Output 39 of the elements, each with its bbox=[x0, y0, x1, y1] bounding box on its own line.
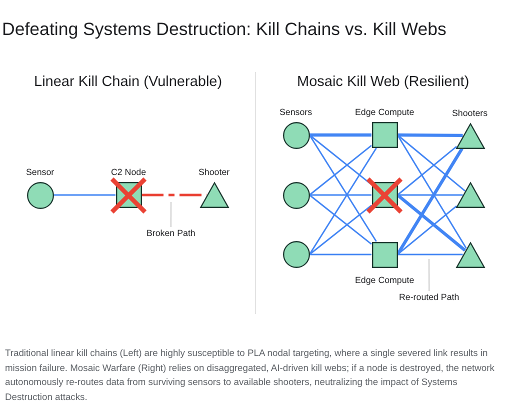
link-line bbox=[310, 254, 372, 256]
link-line bbox=[397, 146, 458, 196]
node-label: C2 Node bbox=[111, 167, 146, 177]
node-label: Edge Compute bbox=[355, 274, 414, 284]
link-line bbox=[308, 134, 377, 242]
annotation-label: Broken Path bbox=[146, 228, 196, 238]
link-line bbox=[309, 144, 372, 196]
node-label: Sensors bbox=[280, 106, 312, 116]
link-line bbox=[308, 148, 377, 255]
thick-link-line bbox=[396, 148, 464, 256]
shooter-triangle bbox=[456, 242, 484, 268]
diagram-title: Defeating Systems Destruction: Kill Chains vs. Kill Webs bbox=[2, 19, 446, 40]
node-label: Shooter bbox=[198, 167, 230, 177]
node-label: Edge Compute bbox=[355, 107, 414, 117]
caption-text: Traditional linear kill chains (Left) are highly susceptible to PLA nodal targeting, where a single severed link results in mission failure. Mosaic Warfare (Right) relies on disaggregated, AI-driven kill webs; if a node is destroyed, the network autonomously re-routes data from surviving sensors to available shooters, neutralizing the impact of Systems Destruction attacks. bbox=[5, 346, 496, 404]
link-line bbox=[397, 134, 466, 192]
thick-link-line bbox=[310, 133, 372, 137]
node-label: Sensor bbox=[26, 166, 54, 176]
link-line bbox=[309, 204, 372, 256]
link-line bbox=[396, 134, 467, 249]
link-line bbox=[397, 205, 458, 256]
leader-line bbox=[170, 202, 172, 228]
link-line bbox=[309, 134, 372, 186]
sensor-circle bbox=[282, 241, 310, 268]
link-line bbox=[309, 194, 372, 245]
thick-link-line bbox=[397, 133, 463, 138]
link-line bbox=[54, 194, 116, 196]
panel-title: Mosaic Kill Web (Resilient) bbox=[297, 74, 470, 90]
link-line bbox=[398, 254, 463, 256]
annotation-label: Re-routed Path bbox=[399, 292, 460, 302]
panel-title: Linear Kill Chain (Vulnerable) bbox=[34, 74, 222, 90]
leader-line bbox=[428, 258, 430, 292]
link-line bbox=[398, 194, 463, 196]
dashed-link-line bbox=[142, 194, 207, 196]
thick-link-line bbox=[396, 194, 466, 252]
node-label: Shooters bbox=[452, 108, 488, 118]
link-line bbox=[310, 194, 372, 196]
shooter-triangle bbox=[456, 182, 484, 208]
sensor-circle bbox=[282, 182, 310, 208]
